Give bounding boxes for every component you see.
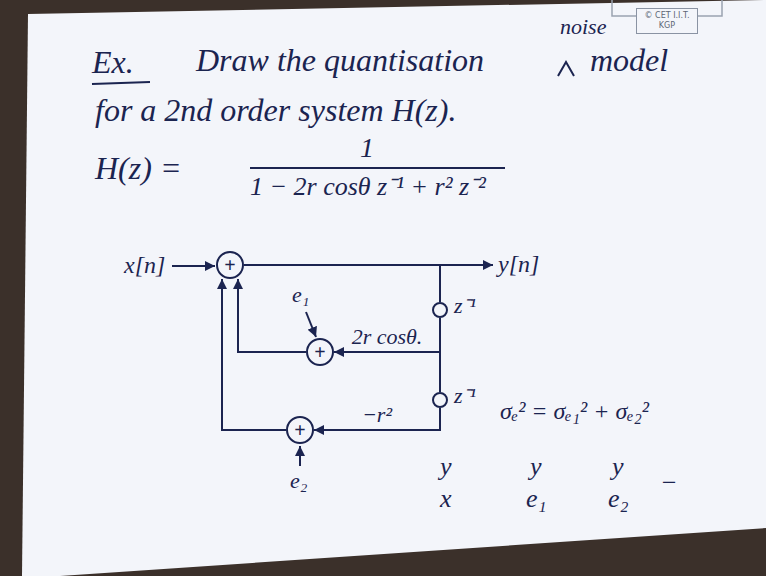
noise-variance: σₑ² = σₑ₁² + σₑ₂² [500, 398, 649, 426]
ratio-term: y [612, 452, 624, 482]
task-text: for a 2nd order system H(z). [95, 92, 456, 129]
ratio-term: x [440, 484, 452, 514]
noise-input-arrow [299, 446, 301, 466]
transfer-function: H(z) = [95, 150, 181, 187]
signal-wire [222, 279, 286, 430]
signal-wire [244, 265, 440, 302]
underline [92, 82, 150, 84]
adder-circle: + [216, 251, 244, 279]
noise-input-arrow [306, 312, 316, 337]
fraction-bar [250, 167, 505, 169]
adder-circle: + [286, 416, 314, 444]
inserted-word: noise [560, 14, 606, 39]
task-text: model [590, 42, 668, 79]
task-text: Draw the quantisation [196, 42, 484, 79]
ratio-term: y [530, 452, 542, 482]
logo-text: © CET I.I.T. KGP [640, 11, 694, 31]
ratio-term: e₁ [526, 484, 547, 514]
adder-sign: + [294, 420, 305, 440]
delay-element: z⁻¹ [432, 392, 448, 408]
adder-sign: + [314, 342, 325, 362]
noise-source: e₂ [290, 468, 307, 493]
copyright-logo: © CET I.I.T. KGP [636, 8, 698, 34]
input-wire [172, 265, 215, 267]
noise-source: e₁ [292, 282, 309, 307]
denominator: 1 − 2r cosθ z⁻¹ + r² z⁻² [250, 172, 486, 202]
delay-label: z⁻¹ [454, 383, 476, 408]
dash: − [660, 468, 678, 498]
insert-caret [558, 62, 574, 76]
ratio-term: y [440, 452, 452, 482]
delay-label: z⁻¹ [454, 293, 476, 318]
adder-circle: + [306, 338, 334, 366]
numerator: 1 [360, 132, 374, 164]
output-signal: y[n] [498, 251, 539, 279]
paper [22, 0, 766, 576]
ratio-term: e₂ [608, 484, 629, 514]
gain-label: 2r cosθ. [350, 324, 425, 349]
adder-sign: + [224, 255, 235, 275]
input-signal: x[n] [124, 252, 165, 280]
example-heading: Ex. [92, 44, 134, 81]
delay-element: z⁻¹ [432, 302, 448, 318]
gain-label: −r² [360, 402, 394, 427]
signal-wire [334, 318, 440, 352]
